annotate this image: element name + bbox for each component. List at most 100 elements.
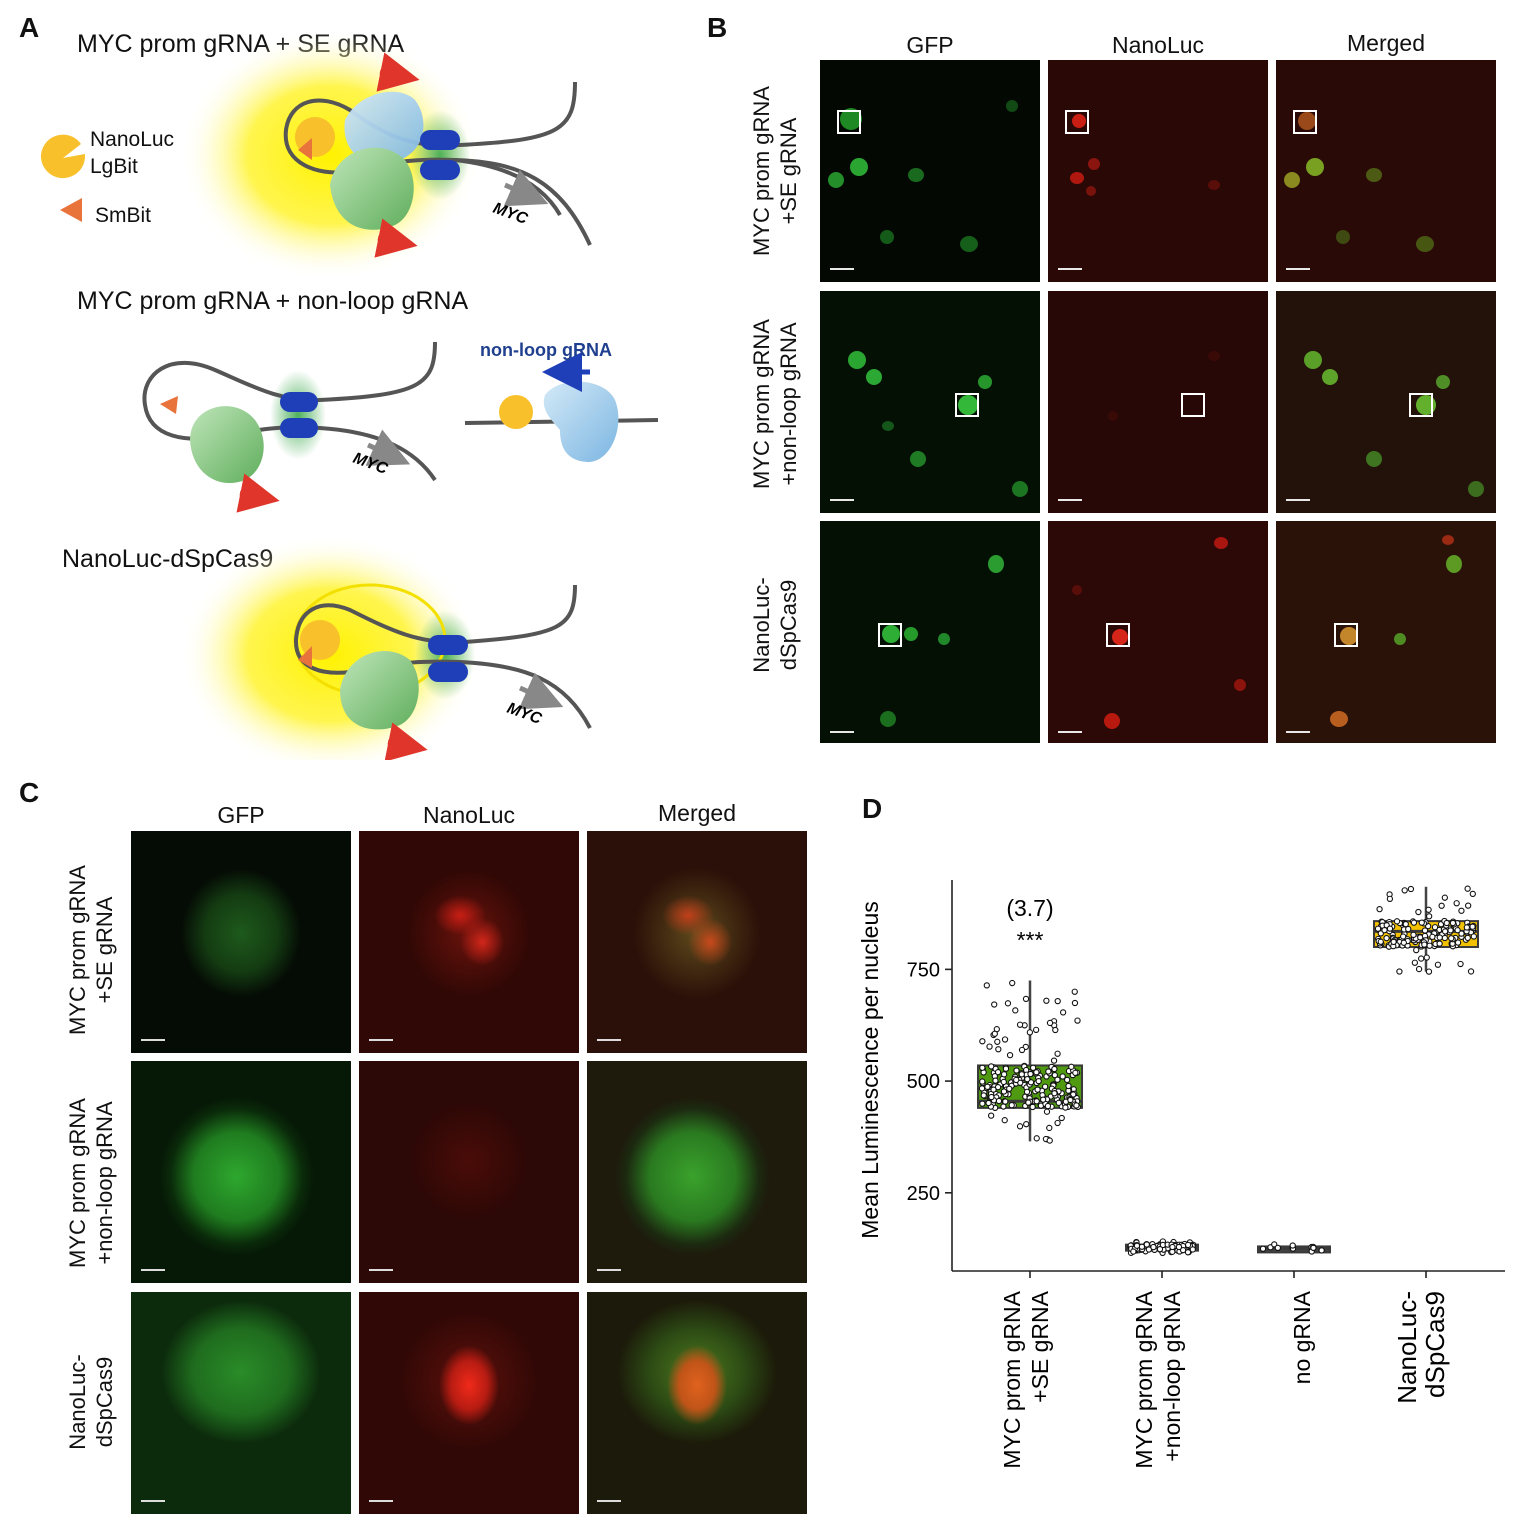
data-point [1032,1026,1040,1034]
data-point [1318,1247,1325,1254]
smbit-icon [60,198,82,222]
points-1 [1127,1238,1197,1257]
data-point [1133,1242,1141,1249]
data-point [1401,887,1408,894]
y-tick-label-750: 750 [907,959,940,981]
data-point [1045,1068,1052,1075]
data-point [1074,1017,1081,1024]
c-row-label-nanoluc-line2: dSpCas9 [92,1356,117,1448]
data-point [1043,997,1050,1004]
data-point [1072,1069,1079,1076]
data-point [1413,946,1420,954]
data-point [1059,1009,1067,1016]
data-point [1453,900,1460,907]
scenario-nonloop-diagram: MYC non-loop gRNA [142,340,659,513]
data-point [1043,1108,1051,1115]
data-point [1073,1102,1080,1109]
data-point [1426,913,1433,920]
data-point [1184,1249,1192,1256]
data-point [1039,1096,1047,1103]
fold-change-annotation: (3.7) [1006,895,1053,921]
x-category-label-0-0: MYC prom gRNA [999,1290,1025,1468]
panel-letter-b: B [707,12,728,43]
data-point [1006,1085,1013,1092]
data-point [1150,1243,1157,1251]
data-point [1400,933,1407,940]
data-point [979,1100,986,1107]
data-point [1271,1241,1278,1248]
data-point [1051,1090,1058,1097]
data-point [1023,1121,1030,1128]
b-image-nanoluc-merged [1276,521,1496,743]
x-category-label-0-1: +SE gRNA [1027,1290,1053,1403]
data-point [1418,919,1425,926]
data-point [1071,988,1078,995]
x-category-label-3-1: dSpCas9 [1420,1291,1450,1398]
panel-letter-d: D [862,793,883,824]
data-point [1169,1243,1176,1251]
data-point [1016,1021,1024,1028]
data-point [1443,919,1450,927]
c-row-label-nonloop-line1: MYC prom gRNA [65,1098,90,1268]
data-point [1383,935,1390,942]
b-col-header-merged: Merged [1347,30,1425,56]
data-point [1429,933,1436,940]
legend-smbit-label: SmBit [95,204,152,227]
data-point [979,1064,986,1071]
data-point [1425,968,1433,975]
scenario-nanoluc-diagram: MYC [180,535,592,760]
data-point [1062,1104,1069,1111]
data-point [995,1097,1003,1105]
b-image-nanoluc-nanoluc [1048,521,1268,743]
c-image-se-gfp [131,831,351,1053]
data-point [1393,918,1401,925]
c-image-nonloop-gfp [131,1061,351,1283]
data-point [1046,1124,1053,1132]
data-point [1044,1102,1052,1110]
scenario-se-diagram: MYC [180,30,592,280]
data-point [1023,1088,1031,1095]
data-point [1464,885,1471,892]
data-point [1418,955,1425,962]
data-point [1009,979,1016,987]
data-point [1004,1000,1012,1007]
c-col-header-nanoluc: NanoLuc [422,802,516,828]
c-row-label-se: MYC prom gRNA +SE gRNA [64,865,118,1035]
data-point [1175,1243,1183,1251]
significance-stars: *** [1017,927,1044,953]
data-point [1407,885,1415,893]
data-point [979,1038,986,1045]
data-point [1410,931,1417,939]
data-point [1012,1007,1019,1014]
b-image-nonloop-gfp [820,291,1040,513]
data-point [1059,1073,1066,1080]
b-row-label-nanoluc: NanoLuc- dSpCas9 [748,577,802,672]
data-point [1046,1137,1053,1144]
c-image-nanoluc-gfp [131,1292,351,1514]
data-point [1000,1078,1007,1086]
c-row-label-nonloop: MYC prom gRNA +non-loop gRNA [64,1098,118,1268]
b-col-header-gfp: GFP [906,32,954,58]
data-point [1022,995,1030,1003]
b-row-label-se-line2: +SE gRNA [776,117,801,225]
data-point [988,1063,995,1070]
data-point [1381,926,1388,934]
legend-lgbit-label: NanoLuc LgBit [90,128,175,178]
data-point [1063,1076,1071,1084]
data-point [1033,1135,1040,1142]
data-point [1386,895,1394,902]
data-point [1415,908,1422,916]
data-point [1411,959,1419,966]
lgbit-icon [40,134,86,179]
c-row-label-nanoluc-line1: NanoLuc- [65,1354,90,1450]
data-point [1463,924,1471,931]
data-point [1179,1246,1187,1254]
c-image-se-nanoluc [359,831,579,1053]
data-point [1184,1241,1192,1249]
b-image-nonloop-nanoluc [1048,291,1268,513]
data-point [1143,1241,1150,1248]
data-point [1006,1052,1014,1059]
x-category-label-2-0: no gRNA [1289,1290,1315,1384]
data-point [1001,1036,1009,1043]
b-row-label-nonloop-line1: MYC prom gRNA [749,319,774,489]
